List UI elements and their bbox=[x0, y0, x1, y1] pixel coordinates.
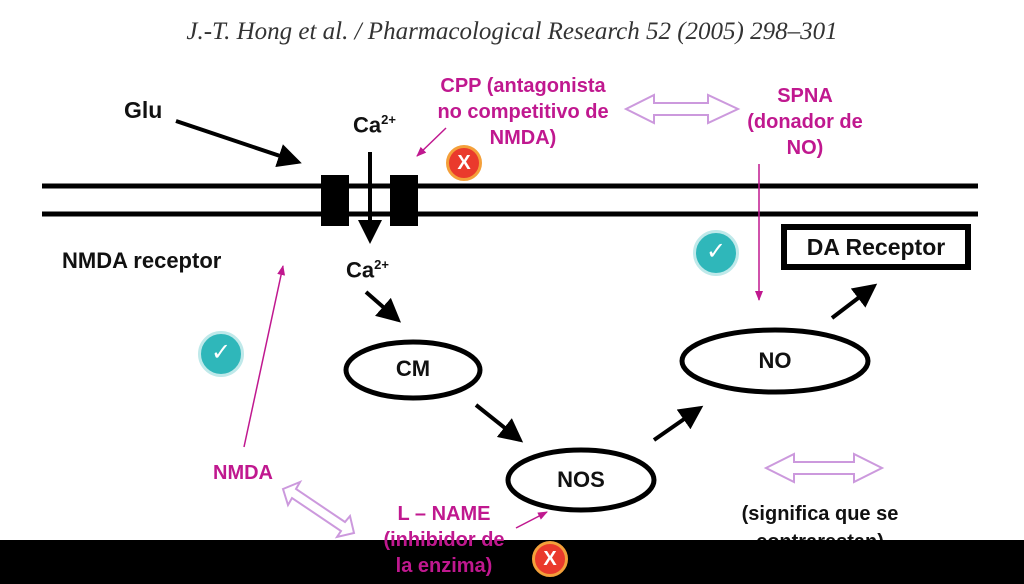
no-to-receptor-arrow bbox=[830, 283, 878, 320]
lname-block-arrow bbox=[515, 511, 548, 529]
nos-label: NOS bbox=[557, 467, 605, 492]
bottom-black-bar bbox=[0, 540, 1024, 584]
node-cm bbox=[343, 339, 483, 401]
spna-annotation: SPNA (donador de NO) bbox=[730, 83, 880, 161]
cm-label: CM bbox=[395, 356, 431, 381]
check-mark-icon: ✓ bbox=[693, 230, 739, 276]
x-mark-icon: X bbox=[532, 541, 568, 577]
legend-line-1: (significa que se bbox=[741, 503, 899, 525]
cpp-line-2: no competitivo de bbox=[437, 101, 609, 123]
node-no bbox=[679, 327, 871, 395]
nmda-receptor-label: NMDA receptor bbox=[62, 248, 222, 273]
cpp-line-3: NMDA) bbox=[489, 127, 557, 149]
cpp-block-arrow bbox=[416, 127, 447, 157]
calcium-label-bottom: Ca2+ bbox=[346, 257, 389, 283]
spna-line-1: SPNA bbox=[777, 85, 833, 107]
channel-block-left bbox=[321, 175, 349, 226]
spna-line-2: (donador de bbox=[747, 111, 863, 133]
node-nos bbox=[505, 447, 657, 513]
cell-membrane bbox=[42, 183, 978, 217]
check-mark-icon: ✓ bbox=[198, 331, 244, 377]
glu-arrow bbox=[175, 119, 302, 168]
nmda-annotation: NMDA bbox=[213, 462, 273, 484]
lname-line-2: (inhibidor de bbox=[383, 529, 505, 551]
nos-to-no-arrow bbox=[652, 405, 704, 442]
cpp-annotation: CPP (antagonista no competitivo de NMDA) bbox=[418, 73, 628, 151]
channel-block-right bbox=[390, 175, 418, 226]
da-receptor-label: DA Receptor bbox=[806, 233, 946, 260]
no-label: NO bbox=[758, 348, 792, 373]
da-receptor-box: DA Receptor bbox=[781, 224, 971, 270]
journal-citation: J.-T. Hong et al. / Pharmacological Rese… bbox=[186, 18, 838, 45]
counteract-arrow-legend bbox=[763, 452, 885, 484]
x-mark-icon: X bbox=[446, 145, 482, 181]
ca-to-cm-arrow bbox=[364, 290, 402, 323]
lname-line-3: la enzima) bbox=[395, 555, 493, 577]
cpp-line-1: CPP (antagonista bbox=[440, 75, 606, 97]
counteract-arrow-cpp-spna bbox=[623, 93, 741, 125]
spna-line-3: NO) bbox=[786, 137, 824, 159]
lname-annotation: L – NAME (inhibidor de la enzima) bbox=[368, 501, 520, 579]
lname-line-1: L – NAME bbox=[397, 503, 491, 525]
nmda-activation-arrow bbox=[243, 265, 286, 448]
glu-label: Glu bbox=[124, 97, 163, 123]
calcium-label-top: Ca2+ bbox=[353, 112, 396, 138]
cm-to-nos-arrow bbox=[474, 403, 524, 443]
counteract-arrow-nmda-lname bbox=[281, 479, 356, 539]
